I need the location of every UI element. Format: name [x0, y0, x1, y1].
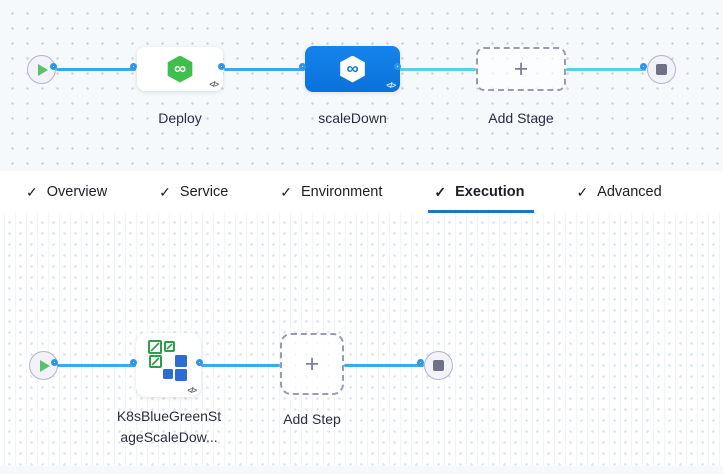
- check-icon: ✓: [434, 183, 447, 200]
- plus-icon: +: [304, 349, 320, 378]
- plus-icon: +: [513, 54, 529, 83]
- connector-port: [394, 62, 401, 70]
- stage-label: scaleDown: [318, 110, 387, 126]
- connector-port: [640, 62, 647, 70]
- add-stage-button[interactable]: +: [476, 47, 566, 91]
- connector-port: [130, 358, 137, 366]
- pipeline-start-node: [27, 55, 56, 84]
- k8s-blue-green-icon: [148, 340, 187, 381]
- play-icon: [40, 359, 50, 372]
- add-step-button[interactable]: +: [280, 333, 344, 395]
- check-icon: ✓: [576, 183, 589, 200]
- tab-environment[interactable]: ✓ Environment: [276, 171, 386, 213]
- connector-port: [218, 62, 225, 70]
- tab-service[interactable]: ✓ Service: [155, 171, 232, 213]
- check-icon: ✓: [26, 183, 38, 200]
- code-icon: </>: [187, 386, 197, 395]
- code-icon: </>: [209, 80, 219, 89]
- tab-label: Service: [179, 184, 229, 200]
- stage-node-deploy[interactable]: ∞ </>: [137, 47, 223, 91]
- connector-port: [51, 358, 58, 366]
- cd-hexagon-icon: ∞: [167, 55, 193, 83]
- step-node-k8s-bluegreen-scaledown[interactable]: </>: [136, 333, 201, 397]
- connector-line: [57, 363, 136, 367]
- steps-end-node: [424, 351, 453, 380]
- stage-node-scaledown[interactable]: ∞ </>: [305, 46, 400, 92]
- cd-hexagon-icon: ∞: [340, 55, 365, 83]
- check-icon: ✓: [159, 183, 171, 200]
- stop-icon: [433, 360, 444, 371]
- stage-label: Deploy: [158, 110, 202, 126]
- connector-port: [196, 358, 203, 366]
- connector-line: [400, 67, 476, 71]
- pipeline-end-node: [647, 55, 676, 84]
- connector-line: [566, 67, 646, 71]
- play-icon: [38, 63, 48, 76]
- steps-start-node: [29, 351, 58, 380]
- connector-port: [50, 62, 57, 70]
- step-label: K8sBlueGreenSt ageScaleDow...: [116, 408, 222, 445]
- tab-overview[interactable]: ✓ Overview: [22, 171, 111, 213]
- code-icon: </>: [386, 81, 396, 90]
- connector-port: [299, 62, 306, 70]
- connector-line: [344, 363, 424, 367]
- stage-config-tabbar: ✓ Overview ✓ Service ✓ Environment ✓ Exe…: [0, 171, 723, 213]
- tab-label: Environment: [301, 184, 383, 200]
- execution-step-canvas[interactable]: </> K8sBlueGreenSt ageScaleDow... + Add …: [0, 213, 723, 466]
- add-step-label: Add Step: [283, 411, 341, 427]
- check-icon: ✓: [280, 183, 292, 200]
- tab-label: Execution: [455, 184, 525, 200]
- add-stage-label: Add Stage: [488, 110, 554, 126]
- stop-icon: [656, 64, 667, 75]
- tab-label: Advanced: [597, 184, 662, 200]
- connector-line: [224, 67, 305, 71]
- connector-line: [56, 67, 136, 71]
- tab-execution[interactable]: ✓ Execution: [428, 171, 535, 213]
- connector-line: [201, 363, 280, 367]
- tab-label: Overview: [46, 184, 108, 200]
- connector-port: [417, 358, 424, 366]
- stage-graph-canvas[interactable]: ∞ </> Deploy ∞ </> scaleDown + Add Stage: [0, 0, 723, 171]
- canvas-edge-strip: [0, 466, 723, 474]
- tab-advanced[interactable]: ✓ Advanced: [572, 171, 665, 213]
- connector-port: [130, 62, 137, 70]
